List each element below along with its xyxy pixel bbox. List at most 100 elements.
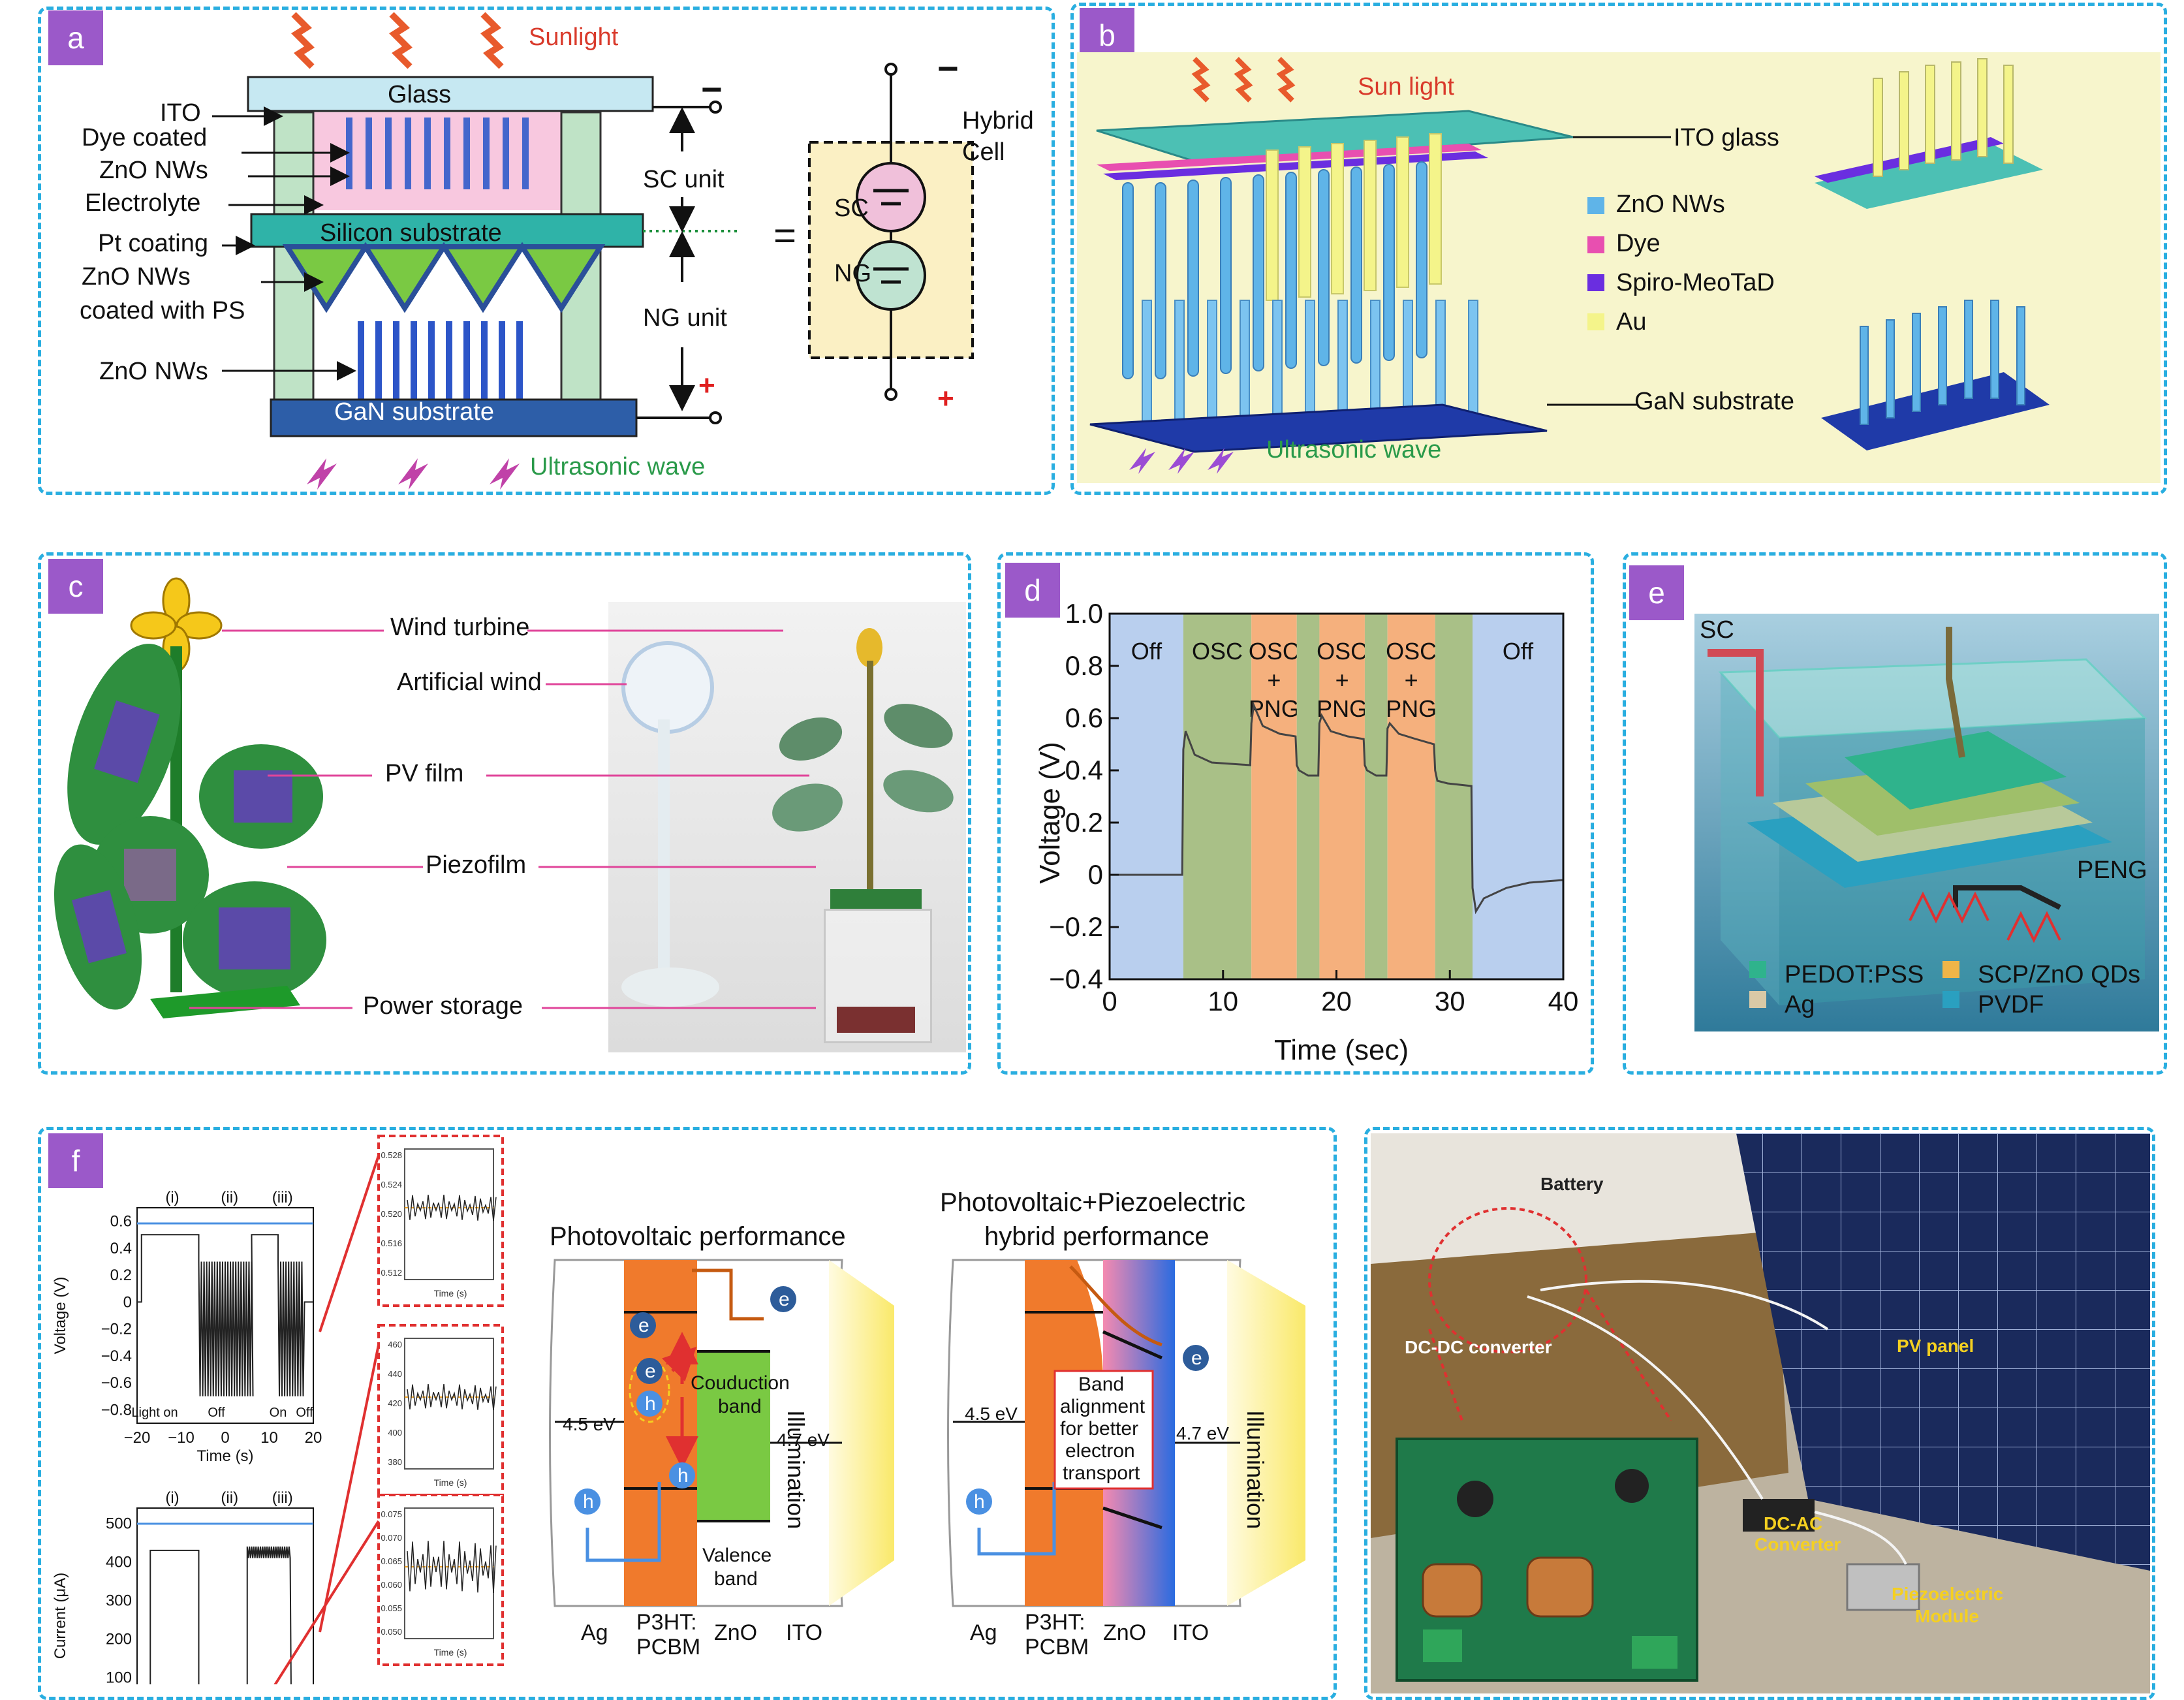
pv-ev-right: 4.7 eV [777, 1430, 830, 1450]
hybrid-e: e [1191, 1347, 1202, 1369]
region-4 [1319, 614, 1365, 979]
hybrid-ag: Ag [970, 1620, 997, 1645]
inset-current-off-tick-5: 0.050 [381, 1627, 402, 1637]
pv-ito: ITO [786, 1620, 823, 1645]
label-power-storage: Power storage [363, 992, 523, 1020]
inset-current-frame [404, 1338, 494, 1470]
volt-xtick-1: −10 [168, 1429, 195, 1447]
ytick-label-7: 1.0 [1065, 601, 1103, 629]
pv-e-3: e [645, 1361, 656, 1382]
pedot-layer [1845, 731, 2067, 810]
xtick-label-2: 20 [1321, 986, 1352, 1016]
curr-ytick-4: 100 [106, 1669, 132, 1684]
volt-xlabel: Time (s) [196, 1447, 253, 1465]
ultrasonic-wave-label: Ultrasonic wave [530, 453, 706, 480]
zno-nws-label-3: ZnO NWs [99, 358, 208, 385]
label-piezofilm: Piezofilm [426, 851, 527, 879]
inset-current-tick-2: 420 [388, 1398, 402, 1408]
pv-p3ht-1: P3HT: [636, 1610, 697, 1635]
volt-note-3: Off [296, 1406, 313, 1420]
label-pv-film: PV film [385, 760, 464, 787]
volt-phase-2: (iii) [272, 1189, 293, 1206]
hybrid-label-1: Hybrid [962, 107, 1034, 134]
pv-h-1: h [645, 1393, 656, 1415]
bottom-nanowires [358, 321, 523, 406]
e-legend-pvdf: PVDF [1978, 991, 2044, 1018]
region-5 [1364, 614, 1388, 979]
d-xlabel: Time (sec) [1274, 1034, 1409, 1066]
inset-current-trace [407, 1383, 497, 1411]
pv-conduction-1: Couduction [691, 1372, 790, 1394]
plant-photo [608, 602, 966, 1052]
region-2 [1251, 614, 1297, 979]
panel-e-label: e [1629, 565, 1684, 620]
g-piezo-label-1: Piezoelectric [1892, 1584, 2004, 1604]
pt-coating-label: Pt coating [98, 230, 208, 257]
label-wind-turbine: Wind turbine [390, 614, 530, 641]
region-label-4-0: OSC [1317, 638, 1367, 665]
inset-current-off-tick-2: 0.065 [381, 1556, 402, 1566]
legend-spiro: Spiro-MeoTaD [1616, 269, 1775, 296]
circuit-minus-label: − [937, 48, 959, 89]
curr-ytick-1: 400 [106, 1554, 132, 1571]
inset-current-tick-4: 380 [388, 1457, 402, 1467]
curr-trace [149, 1546, 292, 1684]
inset-voltage-tick-0: 0.528 [381, 1150, 402, 1160]
panel-e-device [1694, 614, 2159, 1031]
g-battery-label: Battery [1540, 1174, 1604, 1194]
inset-voltage-frame [404, 1148, 494, 1280]
b-ultrasonic-label: Ultrasonic wave [1266, 436, 1442, 464]
region-6 [1387, 614, 1435, 979]
band-align-5: transport [1063, 1462, 1140, 1484]
b-sunlight-label: Sun light [1358, 73, 1454, 101]
ytick-label-6: 0.8 [1065, 650, 1103, 681]
inductor-coils [1422, 1556, 1594, 1618]
sunlight-label: Sunlight [529, 24, 619, 51]
volt-ytick-3: 0 [123, 1293, 132, 1311]
pv-h-2: h [678, 1465, 689, 1487]
inset-current-off-tick-0: 0.075 [381, 1509, 402, 1519]
panel-g-photo [1371, 1133, 2150, 1693]
gan-substrate [270, 398, 638, 437]
region-label-1-0: OSC [1192, 638, 1243, 665]
b-gan-label: GaN substrate [1634, 388, 1794, 415]
pv-zno: ZnO [714, 1620, 758, 1645]
volt-phase-1: (ii) [221, 1189, 238, 1206]
panel-f-label: f [48, 1133, 103, 1188]
volt-ytick-2: 0.2 [110, 1267, 132, 1284]
volt-ytick-6: −0.6 [101, 1374, 132, 1392]
dc-ac-converter [1743, 1499, 1815, 1532]
region-label-4-1: + [1335, 667, 1349, 693]
hybrid-zno: ZnO [1103, 1620, 1147, 1645]
pv-illumination: Illumination [783, 1410, 809, 1530]
pv-ag: Ag [581, 1620, 608, 1645]
volt-note-0: Light on [131, 1406, 178, 1420]
ytick-label-3: 0.2 [1065, 807, 1103, 838]
inset-voltage-tick-2: 0.520 [381, 1209, 402, 1219]
curr-ytick-0: 500 [106, 1515, 132, 1533]
ytick-label-1: −0.2 [1049, 911, 1103, 942]
inset-current-tick-1: 440 [388, 1369, 402, 1379]
ito-label: ITO [160, 99, 201, 127]
legend-dye: Dye [1616, 230, 1661, 257]
b-ultrasonic-icon [1129, 448, 1234, 474]
volt-trace [137, 1234, 313, 1396]
pv-valence-2: band [714, 1568, 758, 1590]
hybrid-ito: ITO [1172, 1620, 1209, 1645]
hybrid-title-2: hybrid performance [984, 1222, 1209, 1251]
voltage-series-line [1110, 701, 1564, 915]
band-align-2: alignment [1060, 1396, 1146, 1417]
electrolyte-label: Electrolyte [85, 189, 201, 217]
volt-ytick-0: 0.6 [110, 1213, 132, 1231]
pv-p3ht-2: PCBM [636, 1635, 701, 1660]
volt-ytick-1: 0.4 [110, 1240, 132, 1257]
e-legend-ag: Ag [1785, 991, 1815, 1018]
volt-phase-0: (i) [165, 1189, 179, 1206]
volt-ytick-4: −0.2 [101, 1321, 132, 1338]
inset-voltage-tick-1: 0.524 [381, 1180, 402, 1189]
ytick-label-0: −0.4 [1049, 964, 1103, 994]
zno-nanowires-top [1122, 161, 1427, 379]
inset2-leader [319, 1344, 380, 1633]
band-diagram-pv [549, 1259, 894, 1607]
panel-d [997, 552, 1594, 1075]
